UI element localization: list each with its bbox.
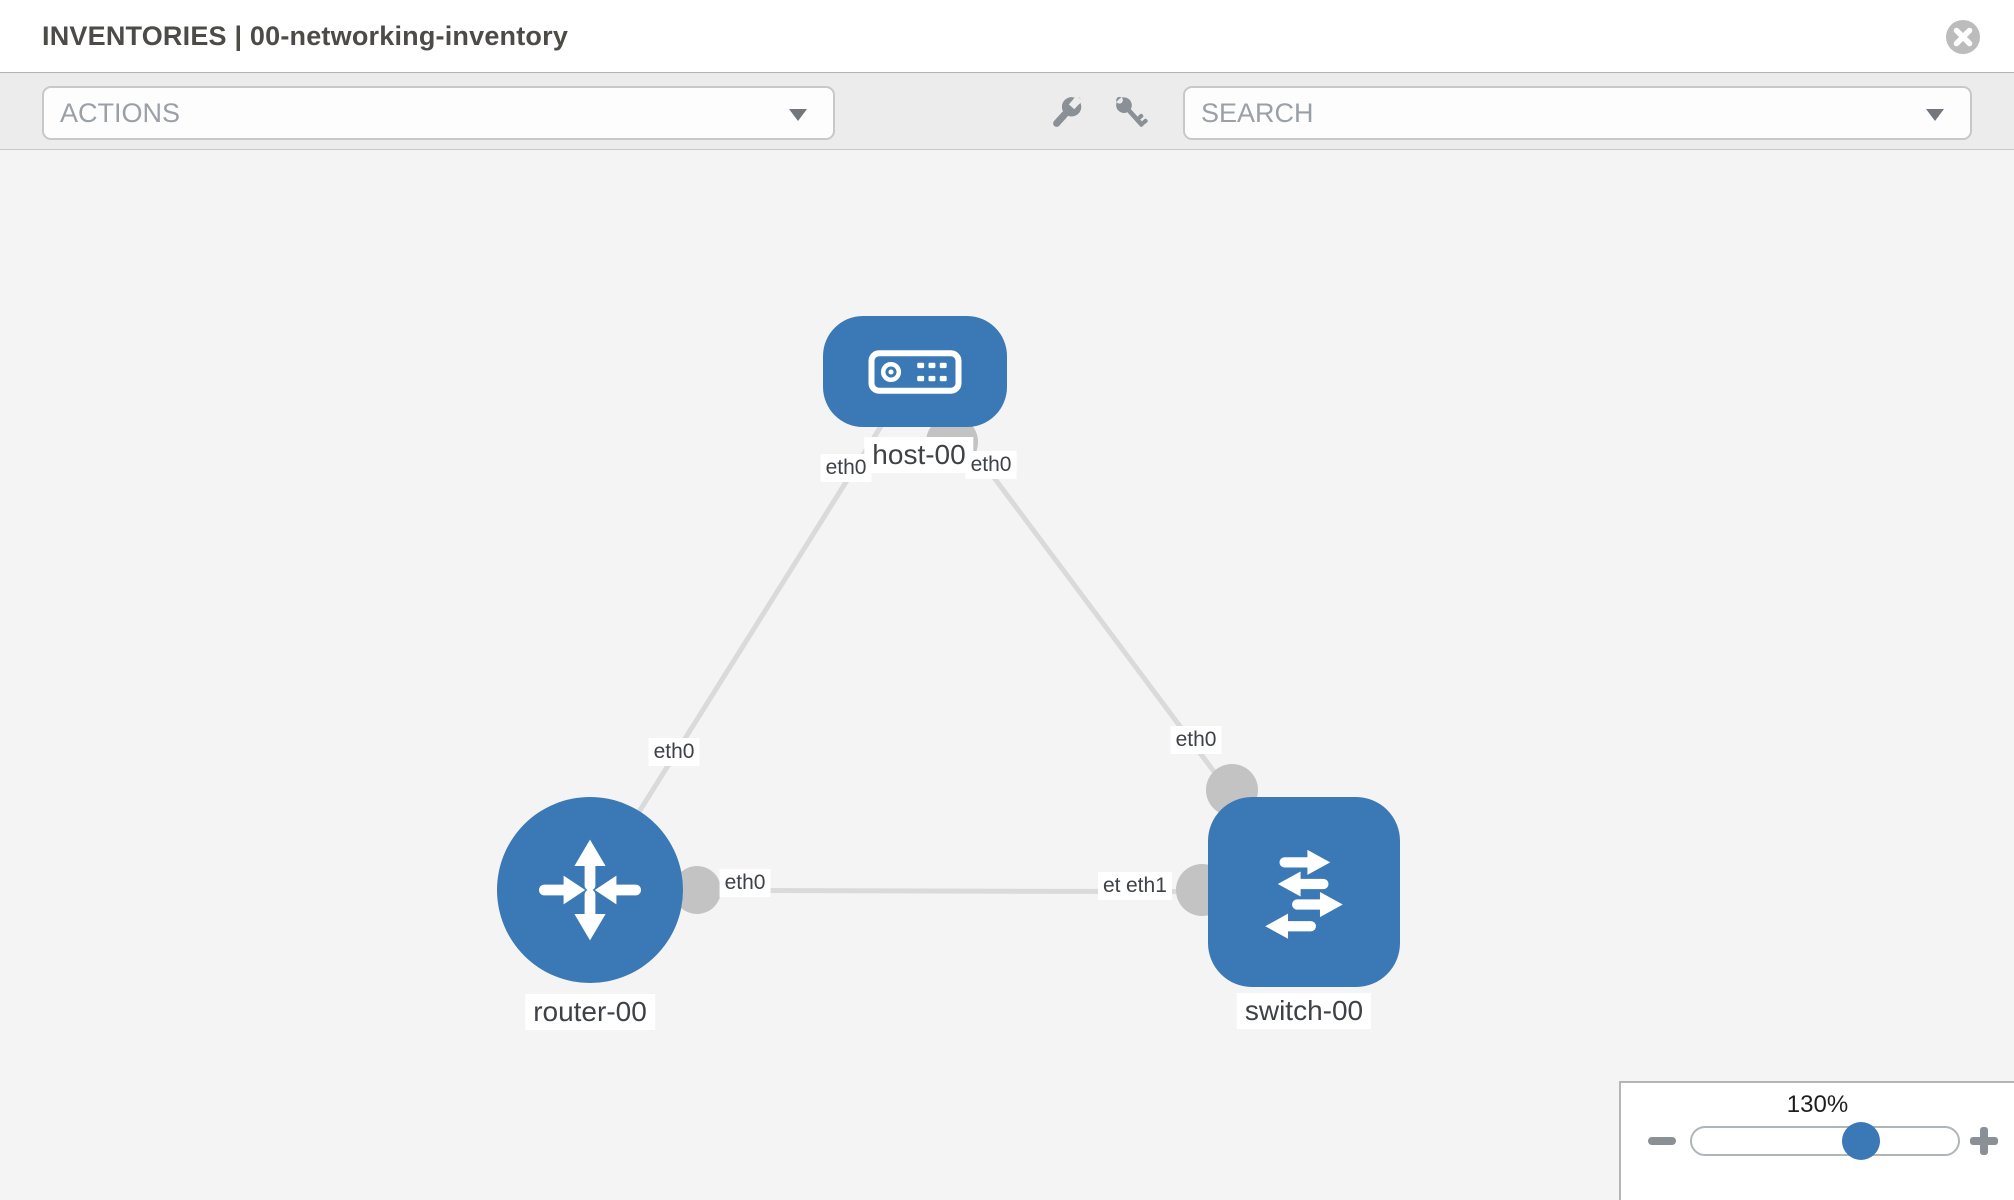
router-arrows-icon <box>539 839 641 941</box>
actions-dropdown[interactable]: ACTIONS <box>42 86 835 140</box>
key-icon <box>1116 96 1148 127</box>
interface-label-switch-eth0-to-host: eth0 <box>1170 726 1222 754</box>
actions-dropdown-label: ACTIONS <box>60 98 181 128</box>
zoom-slider-thumb[interactable] <box>1842 1122 1880 1160</box>
chevron-down-icon <box>789 109 807 121</box>
header: INVENTORIES | 00-networking-inventory <box>0 0 2014 73</box>
switch-arrows-icon <box>1265 849 1343 939</box>
interface-label-host-eth0-to-switch: eth0 <box>965 451 1017 479</box>
zoom-control-panel: 130% <box>1619 1081 2014 1200</box>
chevron-down-icon <box>1926 109 1944 121</box>
search-dropdown-label: SEARCH <box>1201 98 1314 128</box>
links-layer <box>587 370 1307 916</box>
node-label-host: host-00 <box>864 437 974 473</box>
close-icon <box>1946 20 1980 54</box>
plus-icon[interactable] <box>1970 1127 1998 1155</box>
node-switch-00[interactable] <box>1208 797 1400 987</box>
minus-icon[interactable] <box>1648 1137 1676 1145</box>
interface-label-router-eth0-to-host: eth0 <box>648 738 700 766</box>
page-title: INVENTORIES | 00-networking-inventory <box>42 21 569 51</box>
toolbar: ACTIONS SEARC <box>0 73 2014 150</box>
zoom-slider-track[interactable] <box>1690 1126 1960 1156</box>
node-label-switch: switch-00 <box>1236 993 1372 1029</box>
interface-label-router-eth0-to-switch: eth0 <box>719 869 771 897</box>
credentials-button[interactable] <box>1111 93 1151 133</box>
topology-canvas[interactable]: host-00 router-00 switch-00 eth0 eth0 et… <box>0 150 2014 1200</box>
server-icon <box>868 349 962 394</box>
interface-label-host-eth0-to-router: eth0 <box>820 454 872 482</box>
node-label-router: router-00 <box>525 994 655 1030</box>
node-router-00[interactable] <box>497 797 683 983</box>
interface-label-switch-eth1-to-router: eth1 <box>1121 872 1172 900</box>
wrench-icon <box>1053 95 1083 127</box>
search-dropdown[interactable]: SEARCH <box>1183 86 1972 140</box>
zoom-level-value: 130% <box>1786 1091 1849 1118</box>
node-host-00[interactable] <box>823 316 1007 427</box>
close-button[interactable] <box>1945 19 1981 55</box>
configure-button[interactable] <box>1046 93 1086 133</box>
port-dot-router <box>673 866 721 914</box>
